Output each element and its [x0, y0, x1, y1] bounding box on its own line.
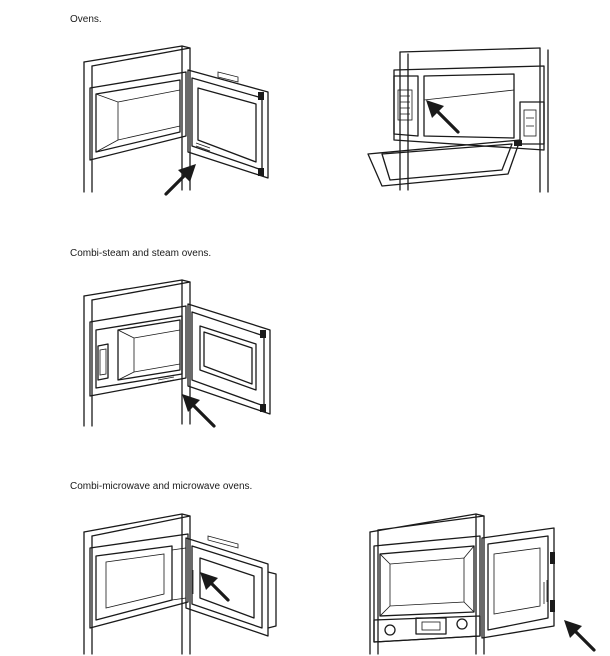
oven-body [89, 305, 187, 397]
indicator-arrow-icon [164, 164, 196, 196]
cabinet [369, 513, 485, 655]
oven-door-open [367, 139, 522, 187]
steam-oven-illustration [83, 279, 271, 428]
oven-body [393, 65, 545, 151]
control-panel [373, 615, 481, 643]
cabinet [83, 45, 191, 193]
oven-door [157, 303, 271, 415]
caption-steam-ovens: Combi-steam and steam ovens. [70, 248, 212, 259]
oven-body [89, 71, 187, 161]
microwave-door [481, 527, 555, 639]
left-control-panel [393, 75, 419, 137]
microwave-body [373, 535, 481, 643]
microwave-door [185, 535, 277, 637]
indicator-arrow-icon [426, 100, 460, 134]
cabinet [399, 47, 549, 193]
oven-dropdown-door-illustration [367, 47, 549, 193]
oven-side-door-illustration [83, 45, 269, 196]
cabinet [83, 513, 191, 655]
cabinet [83, 279, 191, 427]
indicator-arrow-icon [564, 620, 596, 652]
microwave-oven-panel-illustration [369, 513, 596, 655]
microwave-body [89, 533, 189, 629]
water-tank [97, 343, 109, 381]
indicator-arrow-icon [200, 572, 230, 602]
oven-door [187, 69, 269, 179]
right-control-panel [519, 101, 545, 145]
microwave-oven-illustration [83, 513, 277, 655]
caption-ovens: Ovens. [70, 14, 102, 25]
caption-microwave-ovens: Combi-microwave and microwave ovens. [70, 481, 253, 492]
indicator-arrow-icon [182, 394, 216, 428]
